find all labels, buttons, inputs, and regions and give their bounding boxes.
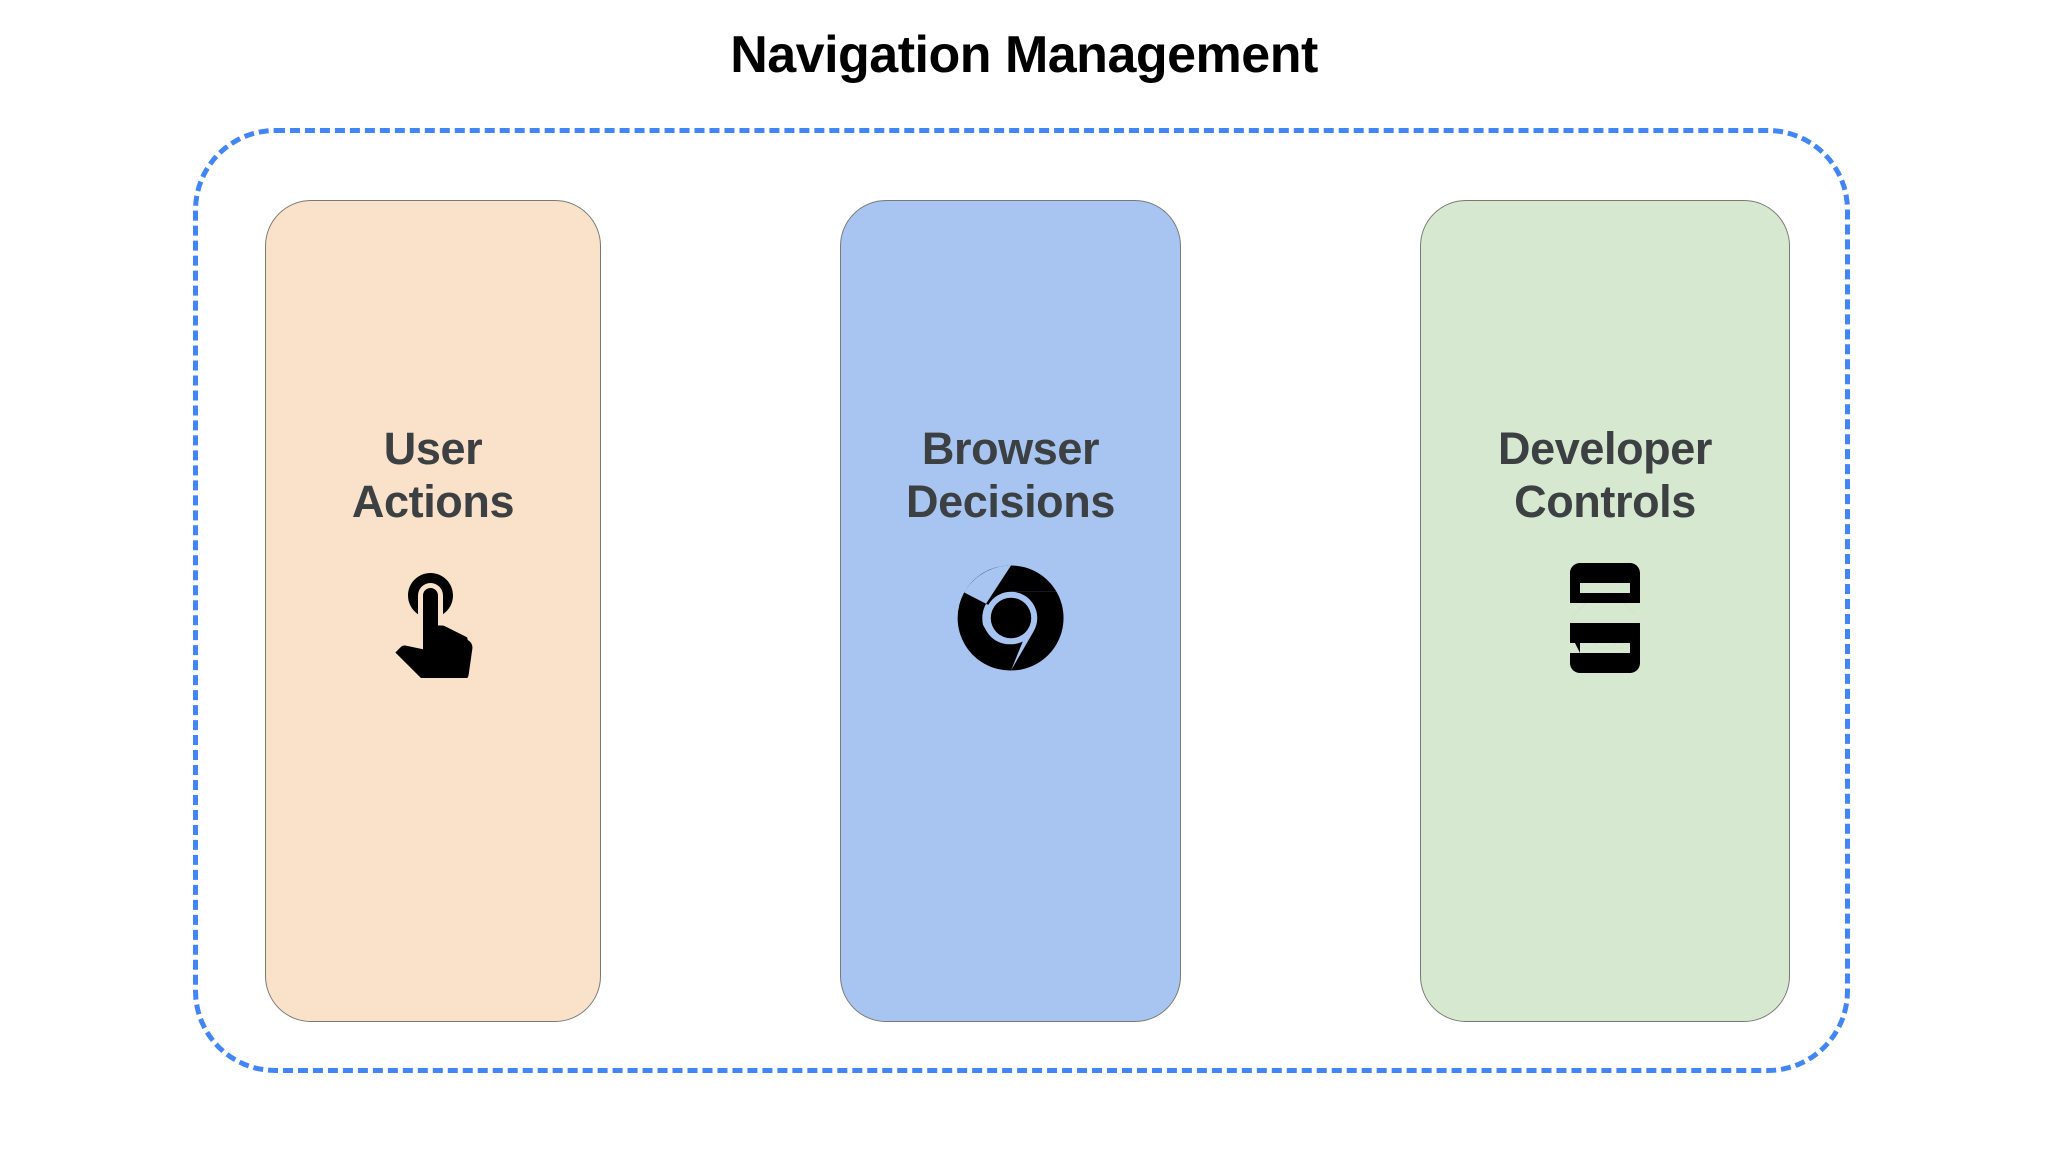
card-developer-controls[interactable]: Developer Controls: [1420, 200, 1790, 1022]
card-developer-controls-label: Developer Controls: [1498, 423, 1712, 528]
page-title: Navigation Management: [730, 26, 1318, 84]
touch-app-icon: [373, 558, 493, 679]
card-browser-decisions-label: Browser Decisions: [906, 423, 1115, 528]
dashed-group-container: [193, 128, 1850, 1073]
card-user-actions[interactable]: User Actions: [265, 200, 601, 1022]
card-browser-decisions[interactable]: Browser Decisions: [840, 200, 1181, 1022]
card-user-actions-label: User Actions: [351, 423, 515, 528]
chrome-logo-icon: [951, 558, 1071, 678]
developer-mode-icon: [1545, 558, 1665, 678]
